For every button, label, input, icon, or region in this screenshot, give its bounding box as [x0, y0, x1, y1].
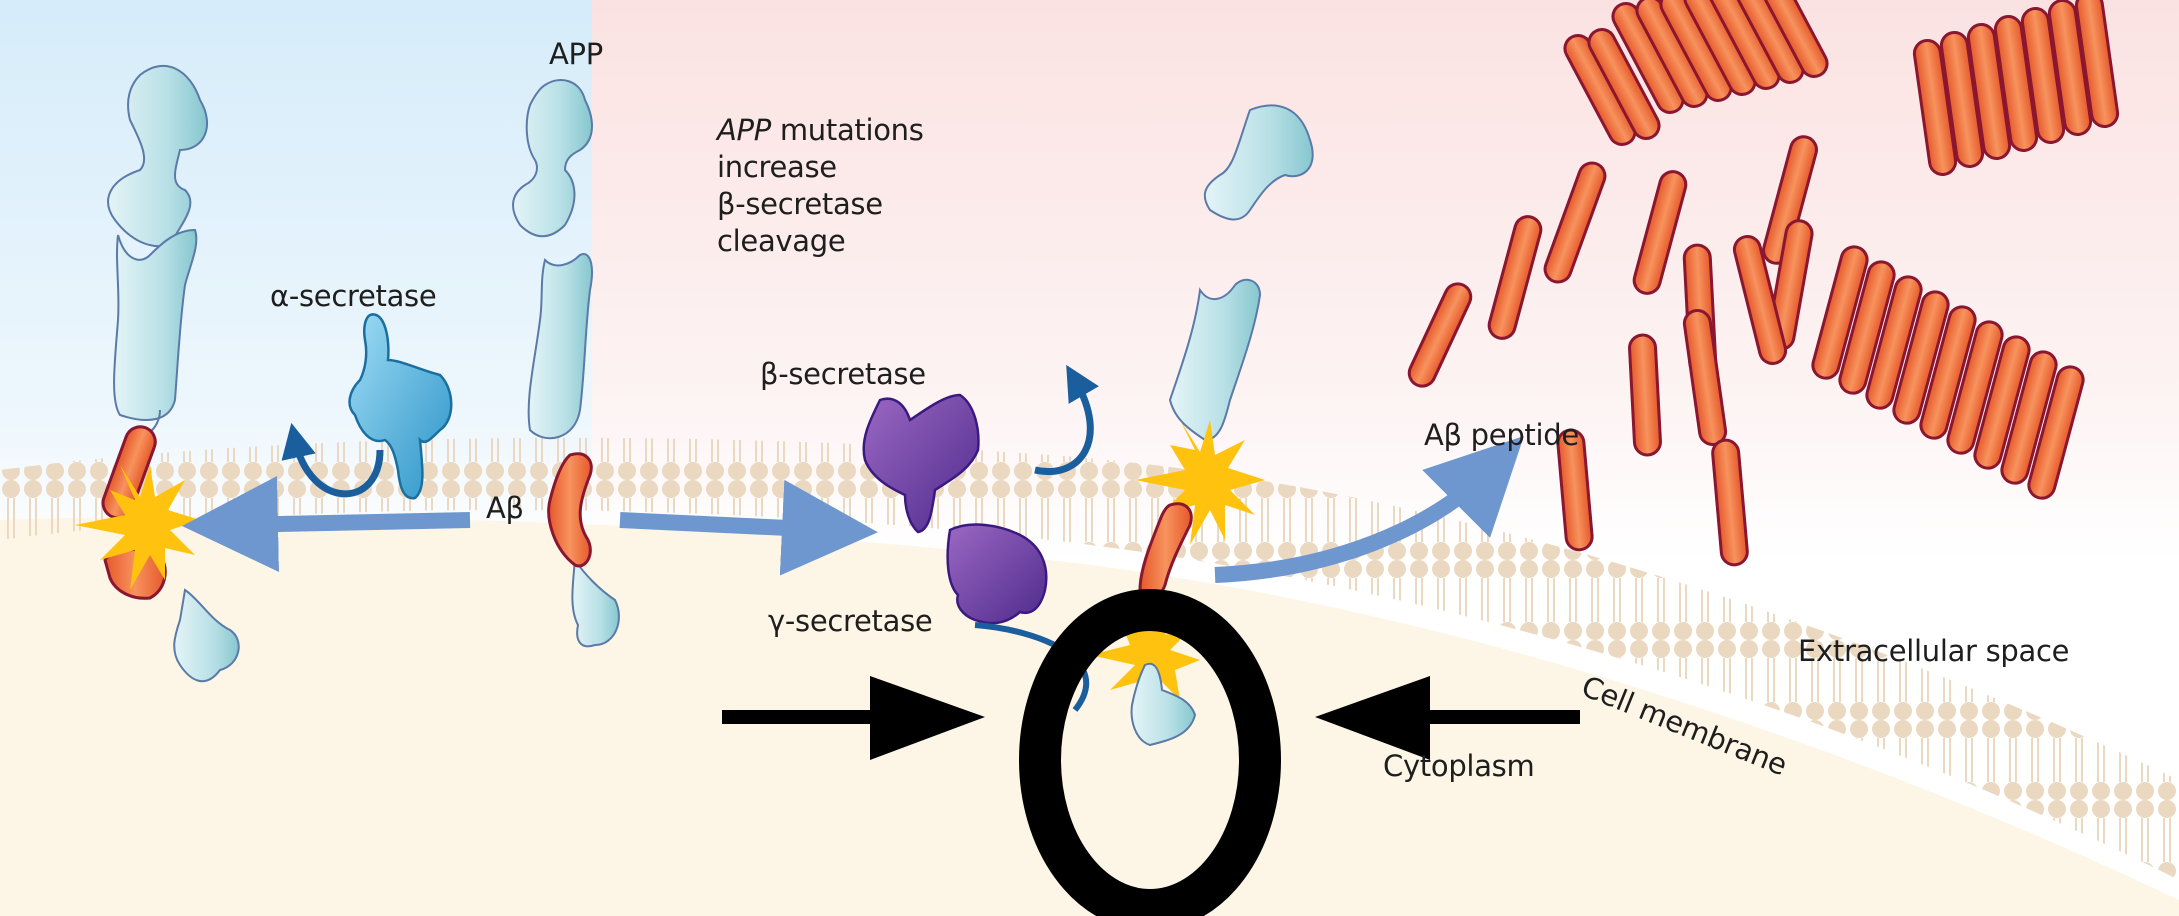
fibril-rod	[1838, 260, 1896, 395]
app-protein-right	[1168, 104, 1314, 442]
mutation-note-line-4: cleavage	[717, 224, 846, 258]
abeta-monomer	[1407, 282, 1473, 388]
abeta-monomer	[1556, 428, 1594, 552]
gamma-cleavage-burst	[1090, 600, 1200, 710]
abeta-monomer	[1762, 135, 1818, 265]
label-abeta-peptide: Aβ peptide	[1424, 418, 1579, 452]
pointer-arrow-left	[722, 676, 985, 760]
abeta-monomer	[1543, 161, 1607, 284]
fibril-rod	[2000, 350, 2058, 485]
fibril-rod	[1973, 335, 2031, 470]
label-extracellular-space: Extracellular space	[1798, 634, 2070, 668]
alpha-cleavage-burst	[75, 465, 200, 590]
alpha-pathway-arrow	[182, 476, 471, 572]
app-protein-middle	[512, 79, 620, 648]
mutation-note: APP mutations increase β-secretase cleav…	[717, 112, 924, 260]
beta-secretase-enzyme	[862, 393, 980, 534]
beta-cleavage-burst	[1135, 420, 1265, 545]
fibril-rod	[1966, 23, 2012, 160]
cytoplasm-region	[0, 516, 2179, 916]
mutation-note-line-3: β-secretase	[717, 187, 883, 221]
fibril-rod	[1755, 0, 1829, 78]
fibril-rod	[1892, 290, 1950, 425]
beta-pathway-arrow	[619, 479, 878, 576]
label-app: APP	[549, 37, 603, 71]
alpha-release-arrow	[281, 422, 384, 498]
fibril-rod	[1993, 15, 2039, 152]
abeta-monomer	[1628, 333, 1662, 457]
label-gamma-secretase: γ-secretase	[768, 604, 933, 638]
abeta-aggregates	[1407, 0, 2120, 567]
mutation-note-gene: APP	[717, 113, 771, 147]
mutation-note-line-1: APP mutations	[717, 112, 924, 149]
beta-release-arrow	[1034, 364, 1099, 475]
abeta-monomer	[1632, 170, 1688, 295]
highlight-ring	[1019, 589, 1281, 916]
fibril-rod	[1865, 275, 1923, 410]
app-protein-left	[107, 64, 240, 683]
fibril-rod	[2047, 0, 2093, 136]
gamma-secretase-enzyme	[946, 523, 1048, 625]
aicd-fragment	[1130, 662, 1197, 747]
fibril-rod	[1946, 320, 2004, 455]
pointer-arrow-right	[1315, 676, 1580, 760]
label-alpha-secretase: α-secretase	[270, 279, 437, 313]
fibril-rod	[2074, 0, 2120, 128]
fibril-rod	[1587, 28, 1661, 140]
abeta-monomer	[1487, 215, 1543, 340]
fibril-rod	[2020, 7, 2066, 144]
fibril-rod	[1939, 31, 1985, 168]
fibril-rod	[1912, 39, 1958, 176]
alpha-secretase-enzyme	[348, 313, 453, 500]
mutation-note-line-2: increase	[717, 150, 837, 184]
abeta-segment-middle	[547, 452, 593, 568]
mutation-note-line-1-rest: mutations	[770, 113, 924, 147]
label-beta-secretase: β-secretase	[760, 357, 926, 391]
abeta-release-arrow	[1214, 436, 1524, 583]
label-abeta: Aβ	[486, 491, 524, 525]
abeta-monomer	[1732, 235, 1788, 365]
fibril-rod	[1919, 305, 1977, 440]
fibril-rod	[1811, 245, 1869, 380]
abeta-monomer	[1711, 438, 1749, 567]
fibril-rod	[2027, 365, 2085, 500]
label-cytoplasm: Cytoplasm	[1383, 749, 1535, 783]
